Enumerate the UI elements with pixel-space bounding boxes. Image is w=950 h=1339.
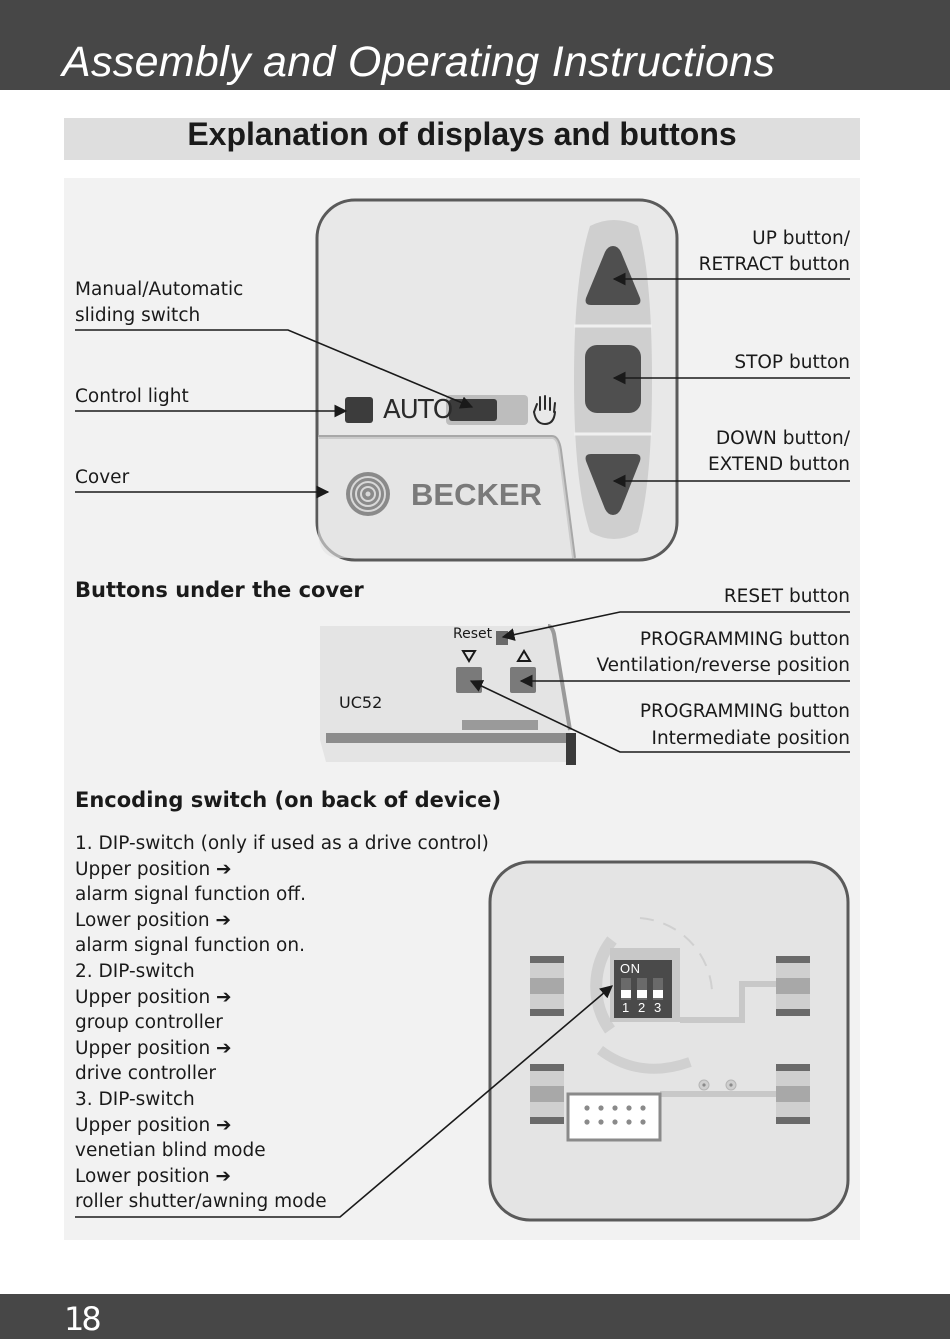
label-manual-switch-1: Manual/Automatic [75,279,244,300]
label-down-2: EXTEND button [707,454,850,475]
control-light-icon [345,397,373,423]
terminal-bottom-left [530,1064,564,1124]
dip-line: Lower position ➔ [75,909,231,931]
pin-header-connector [566,1092,662,1142]
label-up-1: UP button/ [752,228,850,249]
encoding-section-heading: Encoding switch (on back of device) [75,788,502,812]
dip-line: drive controller [75,1063,216,1085]
dip-line: venetian blind mode [75,1140,266,1162]
label-manual-switch-2: sliding switch [75,305,201,326]
label-down-1: DOWN button/ [715,428,850,449]
hand-icon [533,395,556,426]
label-prog2-2: Intermediate position [651,728,850,749]
page-number: 18 [64,1300,102,1338]
model-label: UC52 [339,693,383,712]
leader-manual-switch [75,329,474,409]
dip-line: Upper position ➔ [75,986,232,1008]
section-title: Explanation of displays and buttons [187,116,737,152]
label-control-light: Control light [75,386,189,407]
label-up-2: RETRACT button [698,254,850,275]
brand-logo-text: BECKER [411,477,542,512]
label-stop: STOP button [734,352,850,373]
cover-section-heading: Buttons under the cover [75,578,364,602]
label-reset: RESET button [723,586,850,607]
footer-bar [0,1294,950,1339]
leader-reset [501,611,850,641]
terminal-top-left [530,956,564,1016]
dip-line: 2. DIP-switch [75,960,195,982]
down-arrow-small-icon [461,650,477,663]
terminal-top-right [776,956,810,1016]
dip-switch-2 [637,978,647,1000]
dip-line: Lower position ➔ [75,1165,231,1187]
reset-small-label: Reset [453,626,493,642]
label-prog1-1: PROGRAMMING button [639,629,850,650]
dip-line: group controller [75,1012,223,1034]
dip-number-2: 2 [638,1000,646,1015]
label-cover: Cover [75,467,130,488]
dip-line: Upper position ➔ [75,858,232,880]
dip-number-3: 3 [654,1000,662,1015]
auto-label: AUTO [383,395,453,425]
dip-switch-1 [621,978,631,1000]
document-title: Assembly and Operating Instructions [62,38,776,86]
dip-line: alarm signal function on. [75,935,305,957]
section-heading-bar: Explanation of displays and buttons [64,116,860,160]
leader-dip-switch [75,985,613,1218]
dip-line: alarm signal function off. [75,884,306,906]
dip-switch-3 [653,978,663,1000]
label-prog1-2: Ventilation/reverse position [596,655,850,676]
dip-switch-description: 1. DIP-switch (only if used as a drive c… [75,831,489,1215]
dip-line: 1. DIP-switch (only if used as a drive c… [75,833,489,854]
dip-number-1: 1 [622,1000,630,1015]
dip-on-label: ON [620,961,641,976]
header-bar: Assembly and Operating Instructions [0,0,950,90]
dip-line: roller shutter/awning mode [75,1191,327,1213]
dip-switch-block [610,948,680,1022]
label-prog2-1: PROGRAMMING button [639,701,850,722]
up-arrow-small-icon [516,649,532,662]
dip-line: Upper position ➔ [75,1114,232,1136]
dip-line: 3. DIP-switch [75,1088,195,1110]
becker-logo-icon [346,472,390,516]
dip-line: Upper position ➔ [75,1037,232,1059]
leader-prog-intermediate [469,680,850,753]
terminal-bottom-right [776,1064,810,1124]
